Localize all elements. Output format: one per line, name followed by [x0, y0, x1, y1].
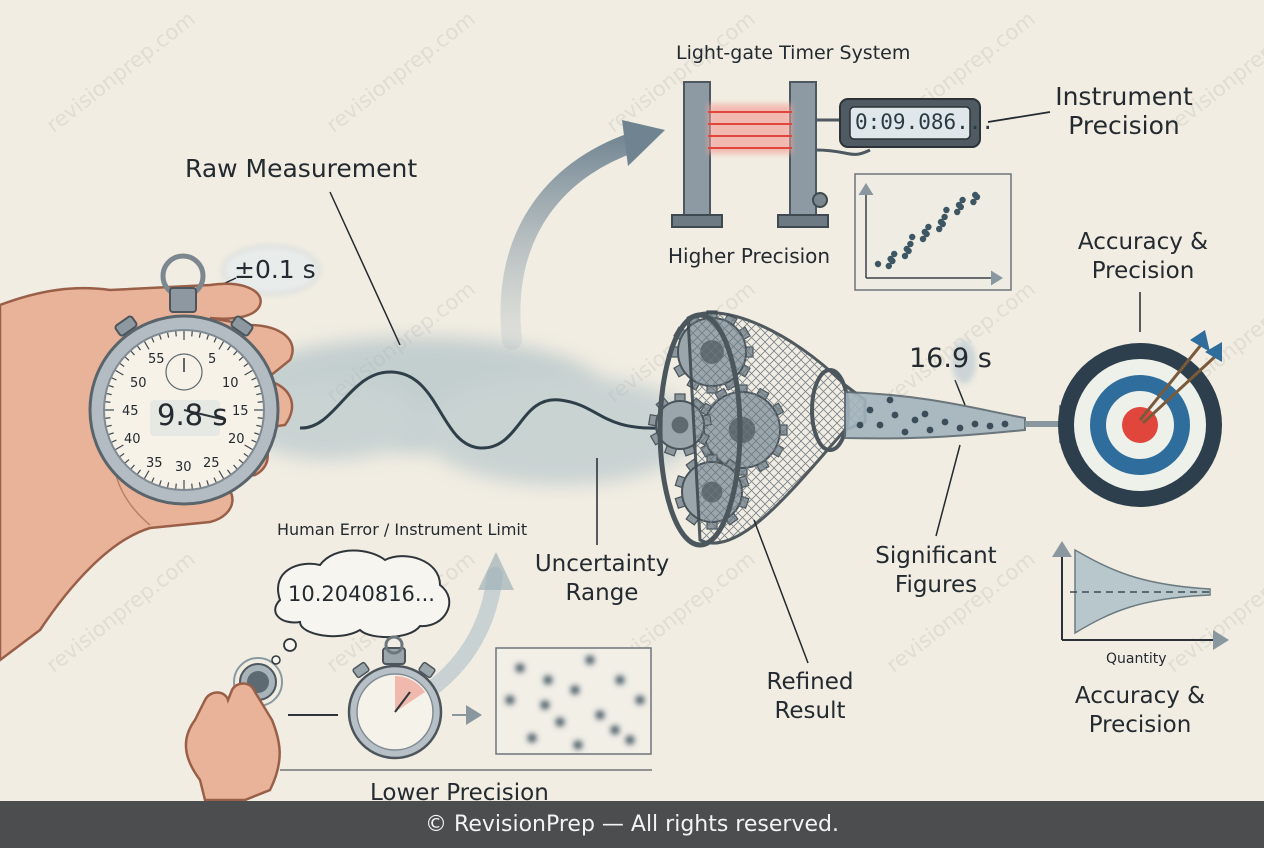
accuracy-precision-top-label: Accuracy &Precision: [1077, 229, 1209, 284]
dial-number: 10: [222, 376, 239, 391]
accuracy-precision-bottom-label: Accuracy &Precision: [1074, 683, 1206, 738]
dial-number: 45: [122, 404, 139, 419]
dial-number: 25: [203, 456, 220, 471]
uncertainty-mist: [230, 337, 700, 485]
raw-measurement-label: Raw Measurement: [185, 154, 418, 183]
dial-number: 50: [130, 376, 147, 391]
thought-value: 10.2040816...: [288, 582, 435, 606]
stopwatch-reading: 9.8 s: [157, 398, 228, 432]
dial-number: 40: [124, 432, 141, 447]
dial-number: 5: [208, 352, 217, 367]
human-error-label: Human Error / Instrument Limit: [277, 520, 528, 539]
refining-funnel-net: [657, 311, 1100, 548]
thought-bubble: [271, 549, 451, 665]
loose-scatter-plot: [495, 647, 652, 755]
digital-readout: 0:09.086...: [855, 110, 995, 134]
dial-number: 55: [148, 352, 165, 367]
dial-number: 20: [228, 432, 245, 447]
dial-number: 30: [175, 460, 192, 475]
arrow-to-light-gate-head: [622, 120, 665, 166]
tight-scatter-plot: [854, 173, 1012, 291]
small-stopwatch: [288, 635, 482, 760]
convergence-graph: [1052, 541, 1229, 650]
final-value: 16.9 s: [909, 343, 992, 374]
light-gate: [671, 81, 871, 228]
arrow-to-light-gate: [500, 130, 650, 350]
finger-pressing-button: [184, 657, 283, 802]
plus-minus-label: ±0.1 s: [234, 255, 316, 284]
measurement-wave: [299, 370, 712, 450]
dial-number: 15: [232, 404, 249, 419]
stopwatch: [88, 253, 280, 506]
copyright-footer: © RevisionPrep — All rights reserved.: [0, 801, 1264, 848]
dial-number: 35: [146, 456, 163, 471]
target-bullseye: [1058, 292, 1222, 507]
higher-precision-label: Higher Precision: [668, 244, 831, 268]
light-gate-title: Light-gate Timer System: [676, 42, 911, 64]
graph-axis-label: Quantity: [1106, 651, 1167, 667]
